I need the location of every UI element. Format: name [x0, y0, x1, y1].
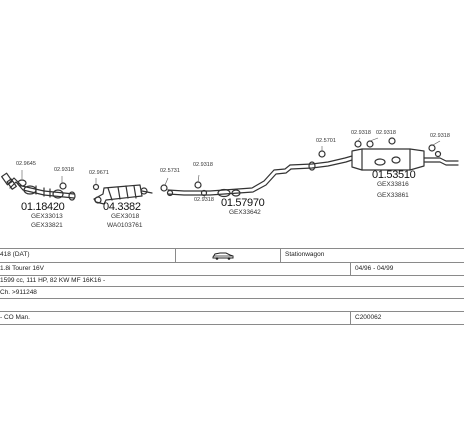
part-code: GEX33861: [377, 192, 409, 199]
middle-pipe-part: [167, 164, 292, 198]
part-ref-label: 02.9318: [54, 167, 74, 173]
engine-spec: 1599 cc, 111 HP, 82 KW MF 16K16 -: [0, 277, 106, 284]
part-ref-label: 02.5731: [160, 168, 180, 174]
table-col-divider: [280, 248, 281, 262]
table-divider: [0, 298, 464, 299]
table-divider: [0, 262, 464, 263]
part-ref-label: 02.9318: [194, 197, 214, 203]
clamps-left: [17, 179, 208, 197]
car-icon: [212, 252, 234, 260]
part-ref-label: 02.9645: [16, 161, 36, 167]
part-ref-label: 02.9318: [376, 130, 396, 136]
system-code: C200062: [355, 314, 382, 321]
engine-description: 1.8i Tourer 16V: [0, 265, 44, 272]
part-ref-label: 02.5701: [316, 138, 336, 144]
part-number: 04.3382: [103, 201, 141, 213]
part-code: GEX33642: [229, 209, 261, 216]
part-code: GEX3018: [111, 213, 140, 220]
table-divider: [0, 248, 464, 249]
part-ref-label: 02.9318: [193, 162, 213, 168]
table-divider: [0, 286, 464, 287]
part-ref-label: 02.9318: [430, 133, 450, 139]
chassis-number: Ch. >911248: [0, 289, 37, 296]
leader-lines: [21, 137, 441, 199]
rear-silencer-part: [351, 148, 459, 171]
part-code: GEX33816: [377, 181, 409, 188]
table-divider: [0, 311, 464, 312]
table-divider: [0, 324, 464, 325]
part-ref-label: 02.9318: [351, 130, 371, 136]
table-col-divider: [175, 248, 176, 262]
body-type: Stationwagon: [285, 251, 325, 258]
emission-note: - CO Man.: [0, 314, 30, 321]
part-code: GEX33821: [31, 222, 63, 229]
catalytic-converter-part: [93, 184, 153, 205]
part-number: 01.53510: [372, 169, 416, 181]
table-col-divider: [350, 262, 351, 275]
front-pipe-part: [1, 172, 76, 201]
exhaust-drawing: [1, 137, 459, 205]
hangers-rear: [318, 137, 442, 158]
part-code: GEX33013: [31, 213, 63, 220]
part-number: 01.18420: [21, 201, 65, 213]
part-code: WA0103761: [107, 222, 143, 229]
production-period: 04/96 - 04/99: [355, 265, 394, 272]
part-number: 01.57970: [221, 197, 265, 209]
table-divider: [0, 275, 464, 276]
rear-pipe-part: [289, 155, 353, 171]
vehicle-info-table: 418 (DAT) Stationwagon 1.8i Tourer 16V 0…: [0, 248, 464, 328]
part-ref-label: 02.9671: [89, 170, 109, 176]
table-col-divider: [350, 311, 351, 324]
vehicle-model: 418 (DAT): [0, 251, 30, 258]
